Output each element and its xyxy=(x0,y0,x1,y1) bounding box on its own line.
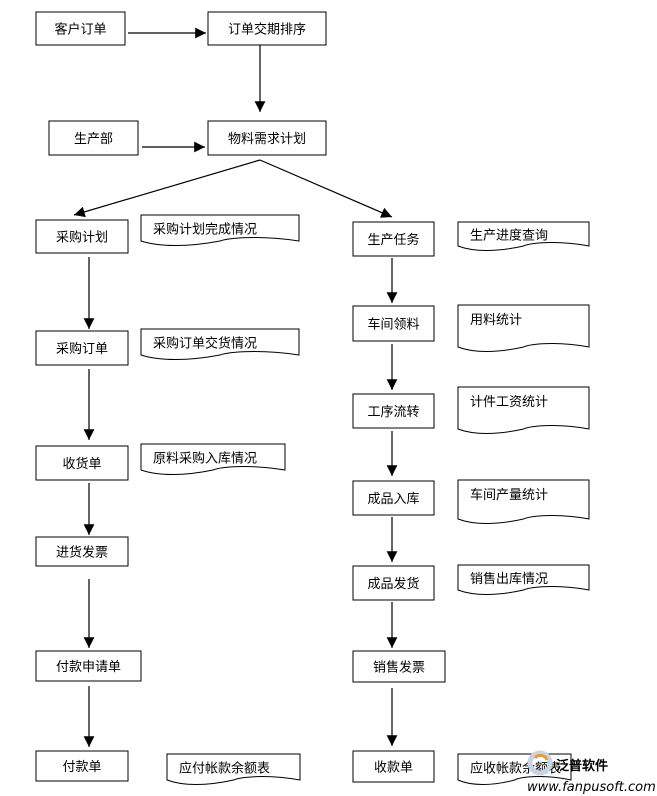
process-box-production-task: 生产任务 xyxy=(352,221,435,257)
process-box-receipt-slip: 收款单 xyxy=(352,750,435,783)
process-box-purchase-invoice: 进货发票 xyxy=(35,536,129,567)
process-box-label: 物料需求计划 xyxy=(228,132,306,147)
process-box-label: 付款申请单 xyxy=(56,660,121,675)
process-box-payment-slip: 付款单 xyxy=(35,750,129,782)
watermark-url-text: www.fanpusoft.com xyxy=(527,780,656,795)
process-box-label: 生产任务 xyxy=(367,232,419,248)
process-box-label: 生产部 xyxy=(74,132,113,147)
document-shape-purchase-delivery-status: 采购订单交货情况 xyxy=(140,328,300,360)
document-label: 生产进度查询 xyxy=(470,228,548,244)
process-box-process-transfer: 工序流转 xyxy=(352,393,435,429)
document-shape-piece-wage-stats: 计件工资统计 xyxy=(457,386,590,434)
process-box-label: 收款单 xyxy=(374,761,413,776)
process-box-label: 付款单 xyxy=(62,760,101,775)
process-box-customer-order: 客户订单 xyxy=(35,11,126,46)
process-box-label: 成品入库 xyxy=(367,491,419,507)
document-label: 应付帐款余额表 xyxy=(179,761,270,777)
document-label: 车间产量统计 xyxy=(470,487,548,503)
document-shape-workshop-output-stats: 车间产量统计 xyxy=(457,479,590,524)
process-box-label: 销售发票 xyxy=(373,660,425,676)
process-box-mrp: 物料需求计划 xyxy=(207,120,327,156)
arrow-mrp-to-purchase-plan xyxy=(73,159,261,218)
process-box-label: 工序流转 xyxy=(367,405,419,420)
process-box-label: 订单交期排序 xyxy=(228,22,306,38)
process-box-label: 采购计划 xyxy=(56,230,108,246)
process-box-purchase-order: 采购订单 xyxy=(35,330,129,366)
process-box-label: 收货单 xyxy=(62,456,101,472)
process-box-purchase-plan: 采购计划 xyxy=(35,219,129,254)
document-shape-payable-balance: 应付帐款余额表 xyxy=(166,753,301,785)
watermark-emblem-icon xyxy=(527,750,553,776)
document-shape-sales-outbound-status: 销售出库情况 xyxy=(457,564,590,595)
process-box-production-dept: 生产部 xyxy=(48,120,139,156)
document-label: 原料采购入库情况 xyxy=(153,451,257,467)
process-box-workshop-pick: 车间领料 xyxy=(352,305,435,342)
document-shape-material-stock-in-status: 原料采购入库情况 xyxy=(140,443,286,475)
process-box-label: 成品发货 xyxy=(367,576,419,592)
arrow-mrp-to-production-task xyxy=(259,159,393,218)
process-box-product-shipment: 成品发货 xyxy=(352,565,435,601)
connector-arrows xyxy=(73,27,398,747)
process-box-label: 进货发票 xyxy=(56,545,108,561)
process-box-goods-receipt: 收货单 xyxy=(35,445,129,481)
process-box-label: 客户订单 xyxy=(54,22,106,38)
document-label: 计件工资统计 xyxy=(470,395,548,410)
document-shape-material-usage-stats: 用料统计 xyxy=(457,304,590,352)
document-label: 用料统计 xyxy=(470,313,522,328)
process-box-order-schedule: 订单交期排序 xyxy=(207,11,327,46)
process-box-label: 采购订单 xyxy=(56,341,108,357)
document-shape-purchase-plan-status: 采购计划完成情况 xyxy=(140,214,300,246)
document-shape-production-progress: 生产进度查询 xyxy=(457,221,590,251)
process-box-payment-request: 付款申请单 xyxy=(35,650,142,682)
process-box-product-stock-in: 成品入库 xyxy=(352,480,435,516)
watermark-logo: 泛普软件 www.fanpusoft.com xyxy=(527,750,656,795)
watermark-brand-text: 泛普软件 xyxy=(556,758,608,774)
process-box-sales-invoice: 销售发票 xyxy=(352,650,446,683)
process-box-label: 车间领料 xyxy=(367,317,419,333)
document-label: 采购计划完成情况 xyxy=(153,222,257,238)
document-label: 销售出库情况 xyxy=(470,571,548,587)
document-label: 采购订单交货情况 xyxy=(153,336,257,352)
